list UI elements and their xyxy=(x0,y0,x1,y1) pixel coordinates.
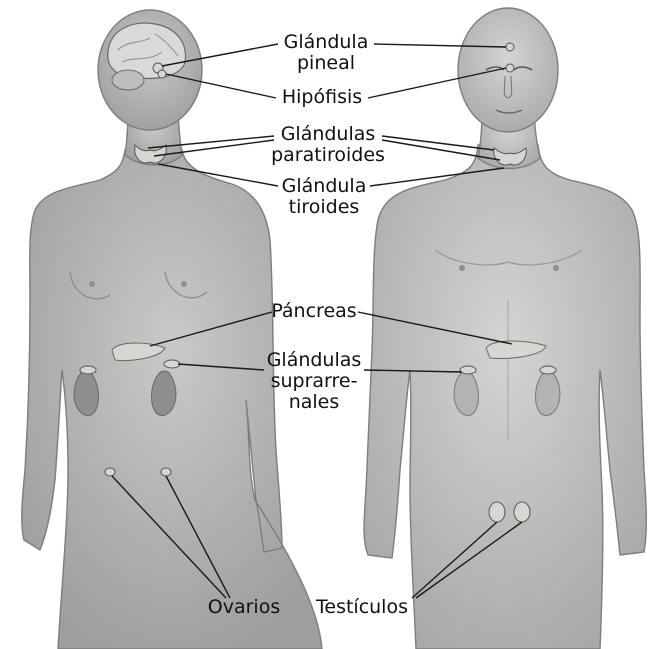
label-parathyroid-line2: paratiroides xyxy=(271,145,385,166)
label-pineal-line1: Glándula xyxy=(284,32,369,53)
female-adrenal-left xyxy=(80,366,96,374)
label-adrenal-line3: nales xyxy=(267,392,362,413)
ovary-left xyxy=(105,468,115,476)
label-pineal-line2: pineal xyxy=(284,53,369,74)
female-figure xyxy=(22,10,322,649)
label-pineal: Glándula pineal xyxy=(284,32,369,74)
label-parathyroid: Glándulas paratiroides xyxy=(271,124,385,166)
label-testicles: Testículos xyxy=(316,597,408,618)
male-adrenal-right xyxy=(540,366,556,374)
male-pituitary-gland xyxy=(506,64,514,72)
cerebellum xyxy=(112,70,144,90)
label-adrenal-line2: suprarre- xyxy=(267,371,362,392)
label-parathyroid-line1: Glándulas xyxy=(271,124,385,145)
label-ovaries: Ovarios xyxy=(208,597,280,618)
male-adrenal-left xyxy=(460,366,476,374)
label-adrenal-line1: Glándulas xyxy=(267,350,362,371)
male-pineal-gland xyxy=(506,43,514,51)
testicle-left xyxy=(489,502,505,522)
nipple-left xyxy=(89,281,95,287)
label-adrenal: Glándulas suprarre- nales xyxy=(267,350,362,413)
label-pituitary: Hipófisis xyxy=(282,87,362,108)
ovary-right xyxy=(161,468,171,476)
male-figure xyxy=(364,8,646,649)
male-body xyxy=(364,145,646,649)
nipple-right xyxy=(181,281,187,287)
male-nipple-right xyxy=(553,265,559,271)
label-thyroid-line2: tiroides xyxy=(282,197,367,218)
label-thyroid: Glándula tiroides xyxy=(282,176,367,218)
female-adrenal-right xyxy=(164,360,180,368)
male-nipple-left xyxy=(459,265,465,271)
female-pituitary-gland xyxy=(158,70,166,78)
label-pancreas: Páncreas xyxy=(271,301,356,322)
label-thyroid-line1: Glándula xyxy=(282,176,367,197)
testicle-right xyxy=(514,502,530,522)
